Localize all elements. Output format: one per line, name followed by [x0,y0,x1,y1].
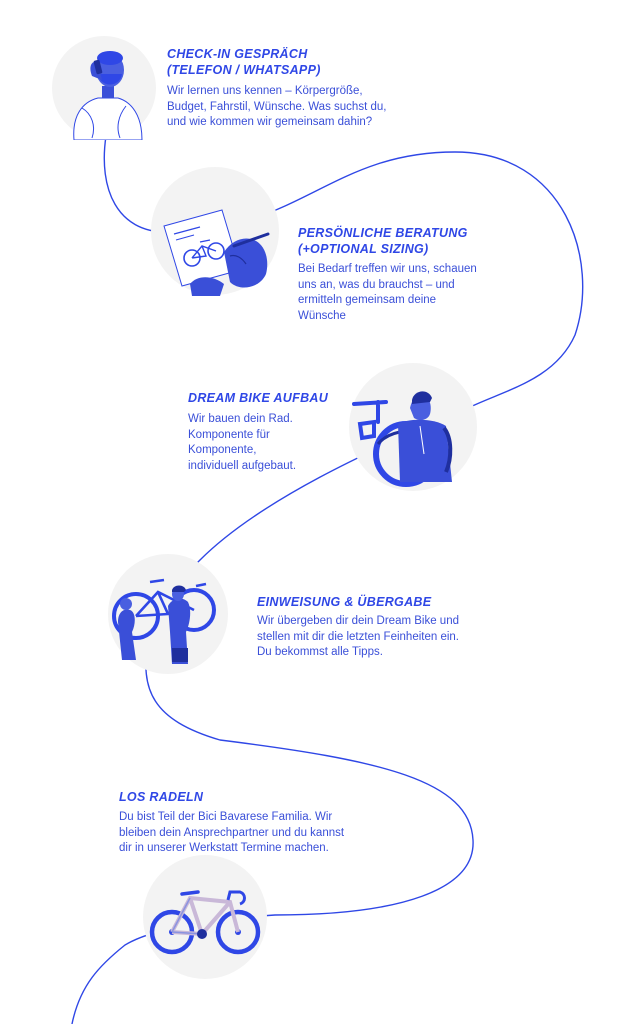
step-3-text-line-2: Komponente für [188,428,270,441]
step-1-text: Wir lernen uns kennen – Körpergröße, Bud… [167,84,386,131]
step-3-text-line-1: Wir bauen dein Rad. [188,413,293,425]
step-3-text-line-3: Komponente, [188,444,257,456]
step-3-text-line-4: individuell aufgebaut. [188,459,297,472]
step-2-text-line-4: Wünsche [298,309,346,322]
step-4-text-line-1: Wir übergeben dir dein Dream Bike und [257,615,459,627]
step-1-title-line-2: (TELEFON / WHATSAPP) [167,63,321,77]
consultation-sketch-icon [163,209,270,296]
step-2-circle [151,167,279,296]
phone-call-person-icon [73,51,143,140]
bike-handover-icon [112,578,216,664]
step-1-text-line-2: Budget, Fahrstil, Wünsche. Was suchst du… [167,100,387,113]
step-4-title-line-1: EINWEISUNG & ÜBERGABE [257,595,432,609]
step-3-title: DREAM BIKE AUFBAU [188,390,328,406]
step-5-title-line-1: LOS RADELN [119,790,204,804]
step-4-text-line-3: Du bekommst alle Tipps. [257,646,383,658]
step-4-text-line-2: stellen mit dir die letzten Feinheiten e… [257,630,459,643]
step-1-circle [52,36,156,140]
step-5-text: Du bist Teil der Bici Bavarese Familia. … [119,810,344,857]
step-4-title: EINWEISUNG & ÜBERGABE [257,594,431,610]
road-bike-icon [149,890,261,955]
step-3-title-line-1: DREAM BIKE AUFBAU [188,391,329,405]
step-1-title: CHECK-IN GESPRÄCH (TELEFON / WHATSAPP) [167,46,321,78]
step-2-text-line-2: uns an, was du brauchst – und [298,278,455,291]
step-2-text: Bei Bedarf treffen wir uns, schauen uns … [298,262,477,324]
step-3-circle [349,363,477,491]
step-2-text-line-3: ermitteln gemeinsam deine [298,294,437,306]
step-5-text-line-2: bleiben dein Ansprechpartner und du kann… [119,826,345,839]
step-2-text-line-1: Bei Bedarf treffen wir uns, schauen [298,263,477,275]
mechanic-bike-build-icon [352,391,453,487]
step-1-text-line-1: Wir lernen uns kennen – Körpergröße, [167,85,363,97]
step-4-circle [108,554,228,674]
step-2-title: PERSÖNLICHE BERATUNG (+OPTIONAL SIZING) [298,225,468,257]
step-1-text-line-3: und wie kommen wir gemeinsam dahin? [167,116,373,128]
step-3-text: Wir bauen dein Rad. Komponente für Kompo… [188,412,296,474]
step-5-circle [143,855,267,979]
step-4-text: Wir übergeben dir dein Dream Bike und st… [257,614,459,661]
step-5-title: LOS RADELN [119,789,203,805]
step-2-title-line-1: PERSÖNLICHE BERATUNG [298,226,468,240]
step-1-title-line-1: CHECK-IN GESPRÄCH [167,47,308,61]
step-5-text-line-1: Du bist Teil der Bici Bavarese Familia. … [119,811,333,823]
step-5-text-line-3: dir in unserer Werkstatt Termine machen. [119,842,329,854]
step-2-title-line-2: (+OPTIONAL SIZING) [298,242,429,256]
